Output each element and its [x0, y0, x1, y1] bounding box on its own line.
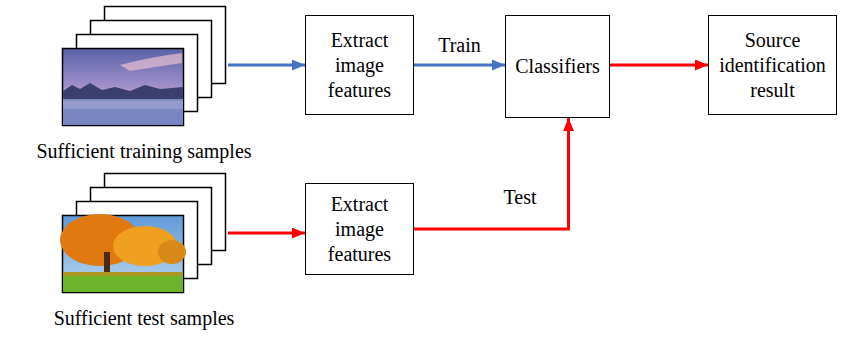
- edge-label: Test: [501, 185, 538, 209]
- process-box: Source identification result: [708, 15, 837, 115]
- image-stack: [60, 5, 228, 127]
- sample-label: Sufficient test samples: [54, 306, 235, 330]
- flow-arrow: [610, 64, 708, 67]
- image-stack: [60, 172, 228, 294]
- process-box: Extract image features: [305, 15, 414, 115]
- tree-crown: [158, 240, 186, 264]
- flow-arrow: [414, 118, 569, 229]
- edge-label: Train: [436, 33, 483, 57]
- cloud: [120, 53, 182, 71]
- box-label: Source identification result: [714, 28, 831, 103]
- box-label: Extract image features: [311, 192, 408, 267]
- water: [63, 109, 183, 125]
- flow-arrow: [228, 232, 305, 235]
- mist: [63, 99, 183, 125]
- flow-arrow: [228, 64, 305, 67]
- flow-arrow: [414, 64, 505, 67]
- tree-line: [63, 83, 183, 101]
- image-stack-node: Sufficient test samples: [60, 172, 228, 294]
- leaves: [63, 272, 183, 276]
- process-box: Extract image features: [305, 183, 414, 275]
- grass: [63, 272, 183, 292]
- box-label: Extract image features: [311, 28, 408, 103]
- image-stack-node: Sufficient training samples: [60, 5, 228, 127]
- process-box: Classifiers: [505, 15, 610, 118]
- sample-image: [63, 49, 184, 126]
- box-label: Classifiers: [515, 54, 599, 79]
- tree-trunk: [104, 252, 110, 274]
- sample-label: Sufficient training samples: [36, 139, 251, 163]
